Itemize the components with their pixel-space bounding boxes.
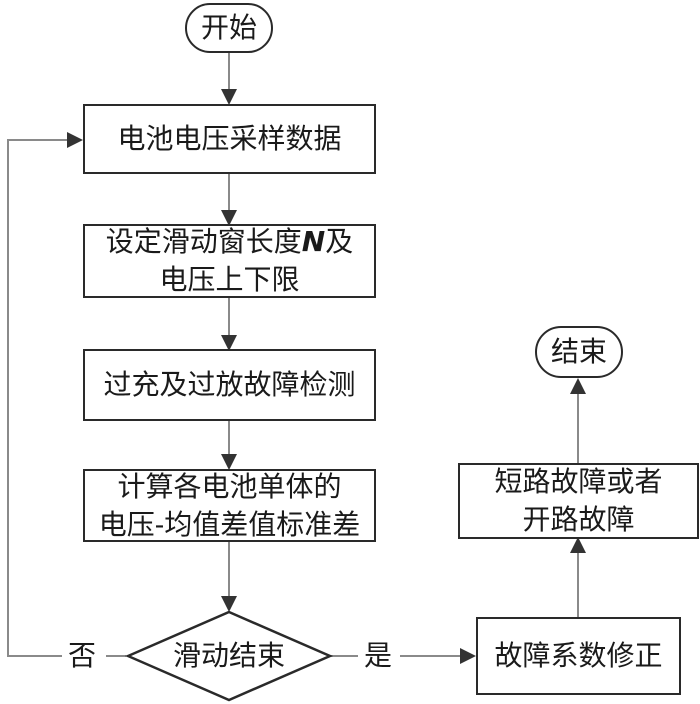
step-set-window-text: 设定滑动窗长度 bbox=[105, 225, 302, 258]
step-compute-std: 计算各电池单体的 电压-均值差值标准差 bbox=[83, 469, 376, 542]
step-set-window-suffix: 及 bbox=[325, 225, 354, 258]
step-compute-std-line1: 计算各电池单体的 bbox=[117, 469, 342, 503]
start-terminal: 开始 bbox=[185, 3, 273, 53]
yes-label: 是 bbox=[358, 640, 399, 672]
step-set-window-line2: 电压上下限 bbox=[159, 263, 300, 296]
step-voltage-sampling-label: 电池电压采样数据 bbox=[117, 122, 342, 155]
step-set-window-line1: 设定滑动窗长度N及 bbox=[106, 223, 353, 261]
step-compute-std-line2: 电压-均值差值标准差 bbox=[98, 507, 361, 541]
end-terminal: 结束 bbox=[535, 326, 623, 378]
step-voltage-sampling: 电池电压采样数据 bbox=[83, 104, 376, 174]
end-label: 结束 bbox=[550, 335, 607, 368]
start-label: 开始 bbox=[200, 11, 257, 44]
no-label: 否 bbox=[62, 640, 103, 672]
step-fault-type-line1: 短路故障或者 bbox=[494, 465, 663, 498]
step-fault-coefficient-label: 故障系数修正 bbox=[494, 639, 663, 672]
decision-diamond bbox=[124, 610, 334, 702]
step-fault-type: 短路故障或者 开路故障 bbox=[458, 463, 699, 539]
step-overcharge-detection: 过充及过放故障检测 bbox=[83, 349, 376, 421]
step-set-window: 设定滑动窗长度N及 电压上下限 bbox=[83, 224, 376, 298]
loop-back-line bbox=[7, 132, 83, 657]
step-fault-coefficient: 故障系数修正 bbox=[476, 617, 681, 695]
window-length-variable: N bbox=[301, 225, 326, 258]
decision-label: 滑动结束 bbox=[172, 639, 285, 672]
step-fault-type-line2: 开路故障 bbox=[522, 503, 635, 536]
step-overcharge-detection-label: 过充及过放故障检测 bbox=[103, 368, 356, 401]
